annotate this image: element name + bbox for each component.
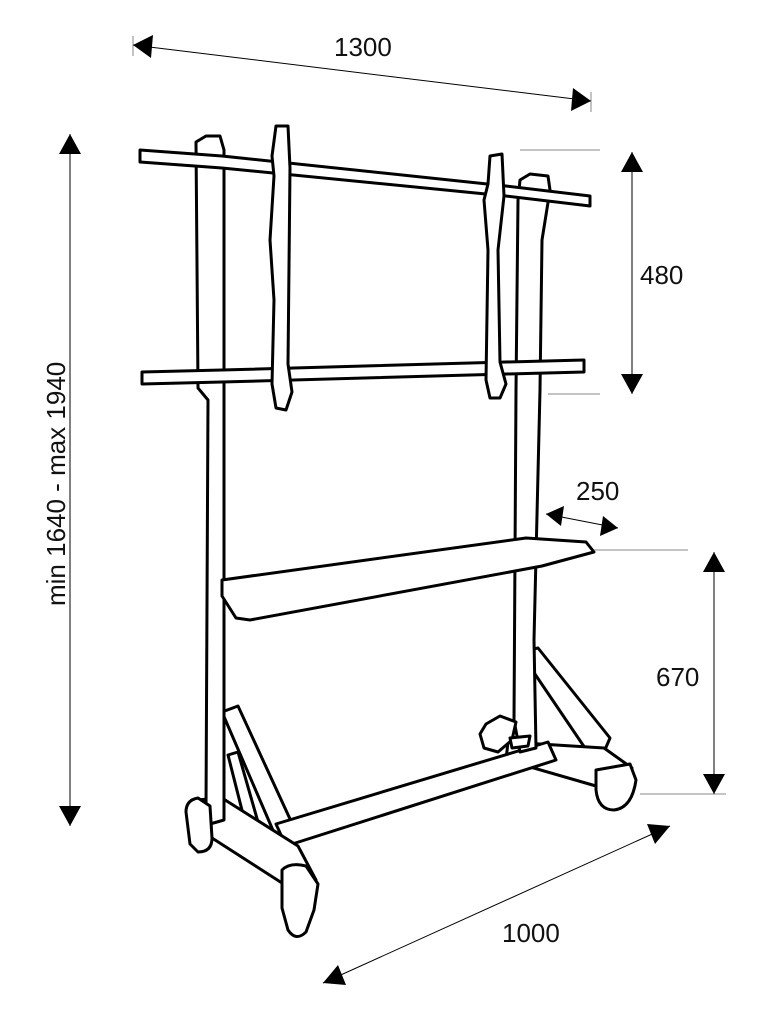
middle-shelf	[220, 536, 596, 622]
overall-height-label: min 1640 - max 1940	[41, 362, 71, 606]
dimension-width-top: 1300	[132, 32, 592, 112]
base-front-rail	[274, 740, 558, 848]
right-vesa-bracket	[482, 152, 508, 400]
shelf-height-label: 670	[656, 662, 699, 692]
shelf-height-arrow-bottom	[703, 774, 725, 794]
base-depth-label: 1000	[502, 918, 560, 948]
left-upright-post	[194, 134, 226, 826]
right-upright-post	[512, 172, 552, 754]
width-top-label: 1300	[334, 32, 392, 62]
screen-height-arrow-top	[621, 152, 643, 172]
front-left-caster	[184, 796, 214, 854]
shelf-height-arrow-top	[703, 552, 725, 572]
shelf-depth-label: 250	[576, 476, 619, 506]
upper-bottom-rail	[140, 358, 586, 386]
dimension-shelf-depth: 250	[545, 476, 619, 536]
overall-height-arrow-top	[59, 134, 81, 154]
rear-center-caster	[478, 714, 518, 754]
shelf-depth-arrow-right	[600, 516, 618, 536]
overall-height-arrow-bottom	[59, 806, 81, 826]
base-depth-dimension-line	[322, 825, 671, 984]
left-vesa-bracket	[268, 124, 294, 412]
width-top-arrow-right	[571, 88, 591, 111]
rear-right-caster	[594, 762, 638, 812]
base-depth-arrow-right	[647, 824, 670, 844]
shelf-depth-arrow-left	[546, 506, 564, 526]
dimension-overall-height: min 1640 - max 1940	[41, 134, 81, 826]
stand-drawing	[138, 124, 638, 938]
front-center-caster	[280, 863, 320, 938]
width-top-arrow-left	[133, 35, 153, 58]
width-top-dimension-line	[132, 44, 592, 102]
screen-height-arrow-bottom	[621, 374, 643, 394]
base-depth-arrow-left	[323, 965, 346, 985]
dimension-base-depth: 1000	[322, 824, 671, 985]
dimension-screen-height: 480	[520, 149, 683, 395]
upper-top-rail	[138, 148, 592, 208]
rear-bracket-notch	[508, 734, 532, 750]
dimension-shelf-height: 670	[594, 549, 726, 795]
screen-height-label: 480	[640, 260, 683, 290]
